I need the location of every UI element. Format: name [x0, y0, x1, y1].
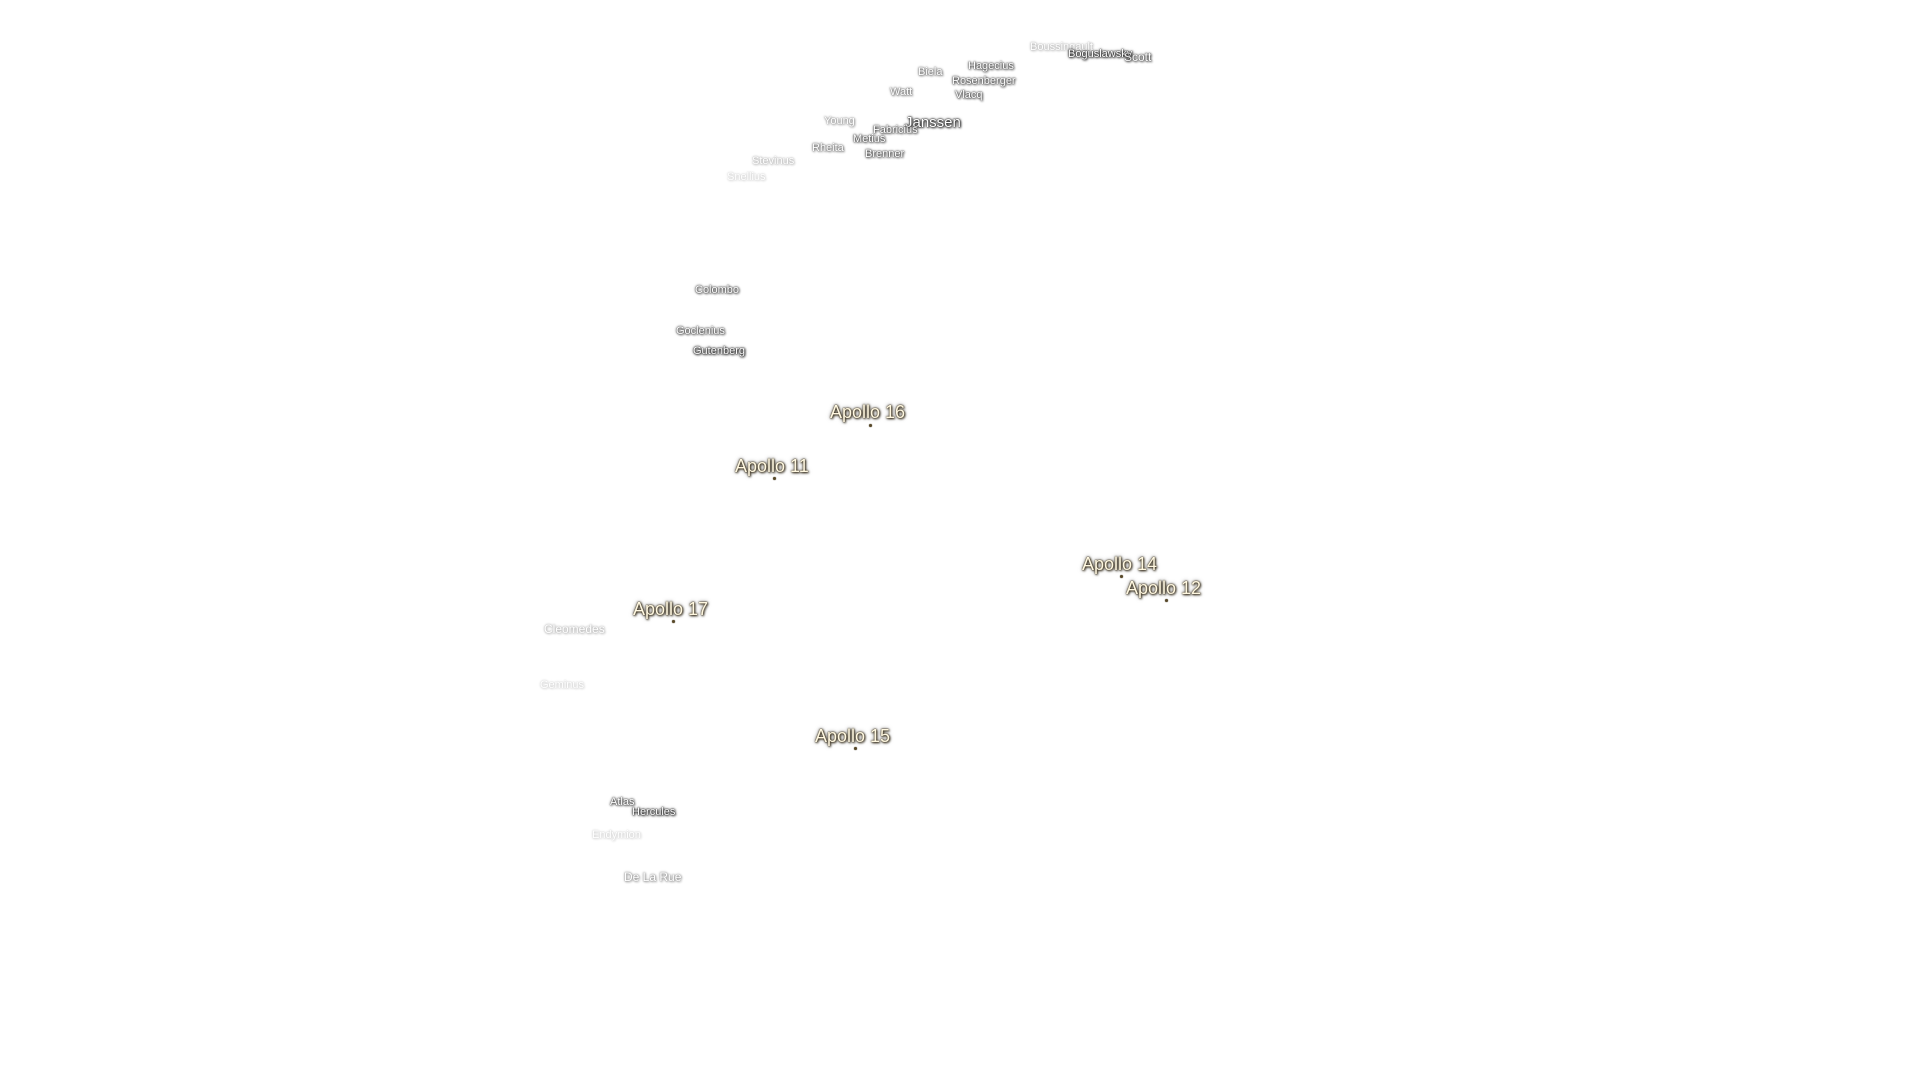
landing-site-label-apollo-15[interactable]: Apollo 15 — [815, 726, 891, 746]
landing-site-label-apollo-14[interactable]: Apollo 14 — [1082, 554, 1158, 574]
landing-site-marker-apollo-11[interactable] — [773, 477, 776, 480]
landing-site-marker-apollo-14[interactable] — [1120, 575, 1123, 578]
crater-label-colombo: Colombo — [695, 284, 740, 296]
crater-label-rheita: Rheita — [812, 142, 844, 154]
landing-site-marker-apollo-17[interactable] — [672, 620, 675, 623]
crater-label-endymion: Endymion — [592, 829, 641, 841]
crater-label-cleomedes: Cleomedes — [544, 622, 605, 636]
landing-site-label-apollo-17[interactable]: Apollo 17 — [633, 599, 709, 619]
landing-site-marker-apollo-15[interactable] — [854, 747, 857, 750]
crater-label-fabricius: Fabricius — [873, 124, 918, 136]
crater-label-boussingault: Boussingault — [1030, 41, 1093, 53]
crater-label-de-la-rue: De La Rue — [624, 870, 682, 884]
landing-site-marker-apollo-16[interactable] — [869, 424, 872, 427]
crater-label-stevinus: Stevinus — [752, 155, 795, 167]
landing-site-label-apollo-12[interactable]: Apollo 12 — [1126, 578, 1202, 598]
crater-label-snellius: Snellius — [727, 171, 766, 183]
crater-label-boguslawsky: Boguslawsky — [1068, 48, 1133, 60]
crater-label-geminus: Geminus — [540, 679, 585, 691]
crater-label-vlacq: Vlacq — [955, 89, 983, 101]
crater-label-scott: Scott — [1124, 50, 1152, 64]
landing-site-marker-apollo-12[interactable] — [1165, 599, 1168, 602]
crater-label-metius: Metius — [853, 133, 886, 145]
landing-site-label-apollo-11[interactable]: Apollo 11 — [735, 456, 809, 476]
crater-label-rosenberger: Rosenberger — [952, 75, 1016, 87]
crater-label-atlas: Atlas — [610, 796, 635, 808]
crater-label-goclenius: Goclenius — [676, 325, 725, 337]
crater-label-young: Young — [824, 115, 855, 127]
landing-site-label-apollo-16[interactable]: Apollo 16 — [830, 402, 906, 422]
crater-label-hagecius: Hagecius — [968, 60, 1014, 72]
crater-label-janssen: Janssen — [905, 114, 961, 131]
crater-label-hercules: Hercules — [632, 806, 676, 818]
crater-label-biela: Biela — [918, 66, 943, 78]
crater-label-brenner: Brenner — [865, 148, 905, 160]
crater-label-gutenberg: Gutenberg — [693, 345, 745, 357]
crater-label-watt: Watt — [890, 86, 913, 98]
